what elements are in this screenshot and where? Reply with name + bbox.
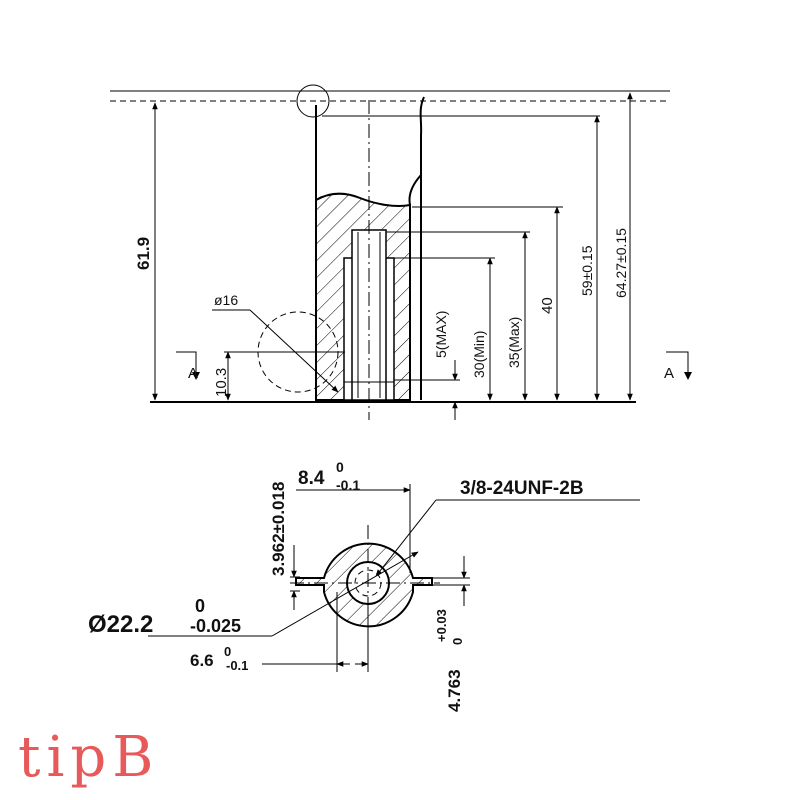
end-view: 3.962±0.018 8.4 0 -0.1 3/8-24UNF-2B Ø22.… — [88, 459, 640, 712]
dim-4-763: 4.763 — [445, 669, 464, 712]
dim-59: 59±0.15 — [579, 245, 595, 296]
dim-35max: 35(Max) — [506, 317, 522, 368]
dim-22-2: Ø22.2 — [88, 611, 153, 638]
section-a-right: A — [664, 365, 674, 382]
dim-6-6: 6.6 — [190, 651, 214, 670]
detail-circle — [296, 84, 330, 118]
thread-callout: 3/8-24UNF-2B — [460, 478, 584, 499]
side-view: 61.9 10.3 ø16 A A 5(MAX) 30(Min) 35(Max) — [110, 84, 692, 420]
dim-5max: 5(MAX) — [433, 311, 449, 358]
dim-3-962: 3.962±0.018 — [269, 482, 288, 576]
dim-8-4-upper: 0 — [336, 459, 344, 475]
dim-22-2-upper: 0 — [195, 596, 205, 616]
dim-40: 40 — [539, 297, 556, 314]
dim-6-6-lower: -0.1 — [226, 658, 248, 673]
dim-64-27: 64.27±0.15 — [613, 228, 629, 298]
dim-10-3: 10.3 — [213, 368, 230, 397]
dim-22-2-lower: -0.025 — [190, 616, 241, 636]
dim-6-6-upper: 0 — [224, 644, 231, 659]
dim-61-9: 61.9 — [134, 237, 153, 270]
dim-4-763-lower: 0 — [450, 638, 465, 645]
dim-4-763-upper: +0.03 — [434, 609, 449, 642]
section-a-left: A — [188, 365, 198, 382]
dim-8-4-lower: -0.1 — [336, 477, 360, 493]
dim-8-4: 8.4 — [298, 468, 325, 489]
dim-phi16: ø16 — [214, 292, 238, 308]
tip-caption: tipB — [18, 725, 159, 790]
dim-30min: 30(Min) — [471, 331, 487, 378]
